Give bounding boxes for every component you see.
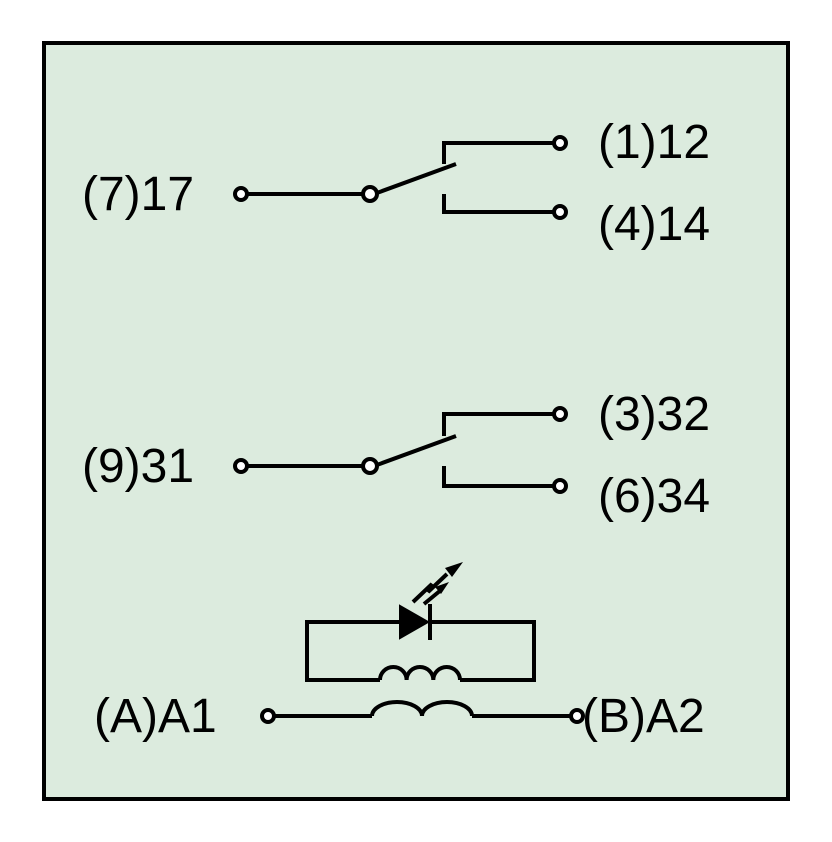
- led-emission-icon: [411, 572, 449, 604]
- terminal-nc-1: [552, 204, 568, 220]
- led-emission-icon-2: [422, 588, 443, 606]
- label-a1: (A)A1: [94, 690, 217, 743]
- terminal-common-2: [233, 458, 249, 474]
- switch-blade-1: [373, 162, 457, 196]
- led-emission-arrowhead-1: [445, 562, 463, 577]
- contact-group-1: (7)17 (1)12 (4)14: [82, 116, 710, 251]
- pivot-2: [361, 457, 379, 475]
- label-nc-2: (6)34: [598, 470, 710, 523]
- label-a2: (B)A2: [582, 690, 705, 743]
- no-contact-wire-2: [442, 412, 553, 436]
- coil-group: (A)A1 (B)A2: [94, 562, 705, 743]
- label-no-1: (1)12: [598, 116, 710, 169]
- nc-contact-wire-1: [442, 194, 553, 214]
- indicator-coil-icon: [378, 664, 462, 681]
- terminal-no-1: [552, 135, 568, 151]
- terminal-a1: [260, 708, 276, 724]
- switch-blade-2: [373, 434, 457, 468]
- label-nc-1: (4)14: [598, 198, 710, 251]
- led-emission-arrowhead-2: [435, 582, 449, 594]
- panel-frame: [42, 41, 790, 801]
- led-diode-icon: [399, 604, 431, 640]
- label-common-2: (9)31: [82, 440, 194, 493]
- label-common-1: (7)17: [82, 168, 194, 221]
- indicator-loop: [305, 620, 536, 682]
- terminal-a2: [569, 708, 585, 724]
- pivot-1: [361, 185, 379, 203]
- nc-contact-wire-2: [442, 466, 553, 488]
- terminal-no-2: [552, 406, 568, 422]
- contact-group-2: (9)31 (3)32 (6)34: [82, 388, 710, 523]
- terminal-common-1: [233, 186, 249, 202]
- inductor-coil-icon: [370, 700, 474, 717]
- terminal-nc-2: [552, 478, 568, 494]
- no-contact-wire-1: [442, 141, 553, 164]
- label-no-2: (3)32: [598, 388, 710, 441]
